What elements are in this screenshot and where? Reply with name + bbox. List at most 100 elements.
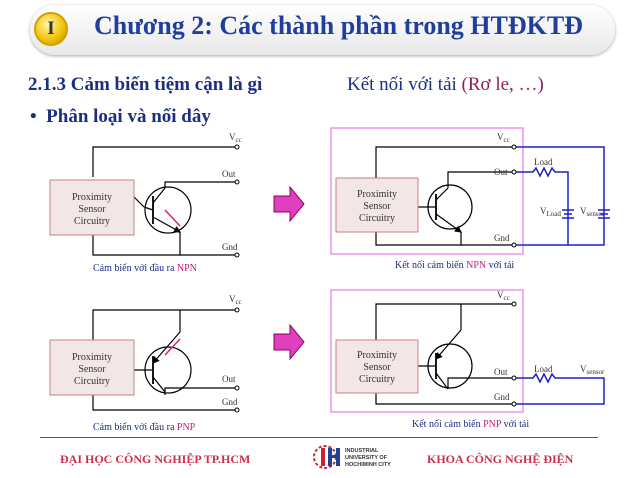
- sensor-label-1: Proximity: [72, 192, 112, 203]
- gnd-terminal: [234, 407, 240, 413]
- pnp-load-caption: Kết nối cảm biến PNP với tải: [412, 419, 529, 430]
- pnp-sensor-diagram: [92, 309, 236, 411]
- pnp-load-frame: [330, 289, 524, 413]
- vcc-wire: [375, 303, 514, 340]
- proximity-sensor-box: [335, 339, 419, 394]
- pnp-load-circuit: [514, 372, 605, 405]
- pnp-caption: Cảm biến với đầu ra PNP: [93, 422, 196, 433]
- gnd-wire: [375, 393, 514, 405]
- sensor-gnd-wire: [375, 232, 461, 246]
- footer-faculty: KHOA CÔNG NGHỆ ĐIỆN: [427, 452, 574, 466]
- footer-university: ĐẠI HỌC CÔNG NGHIỆP TP.HCM: [60, 452, 251, 466]
- out-terminal: [234, 179, 240, 185]
- out-label: Out: [494, 367, 508, 377]
- load-resistor: [514, 372, 605, 405]
- logo-text-1: INDUSTRIAL: [345, 448, 379, 454]
- vcc-label: Vcc: [497, 290, 510, 302]
- proximity-sensor-box: [335, 177, 419, 233]
- transistor-collector: [435, 187, 449, 201]
- pnp-load-diagram: [375, 303, 514, 405]
- logo-i: [321, 448, 325, 466]
- vcc-label: Vcc: [229, 132, 242, 144]
- out-wire: [447, 171, 514, 188]
- vcc-terminal: [511, 301, 517, 307]
- sensor-label-3: Circuitry: [359, 213, 395, 224]
- university-logo-icon: INDUSTRIAL UNIVERSITY OF HOCHIMINH CITY: [313, 445, 391, 469]
- sensor-label-2: Sensor: [363, 362, 391, 373]
- logo-text-3: HOCHIMINH CITY: [345, 462, 391, 468]
- chapter-badge: I: [34, 12, 68, 46]
- vcc-wire: [375, 146, 514, 178]
- out-terminal: [511, 375, 517, 381]
- out-wire: [164, 181, 236, 188]
- load-label: Load: [534, 157, 553, 167]
- out-terminal: [511, 169, 517, 175]
- npn-sensor-diagram: [92, 146, 236, 256]
- right-arrow-icon: [273, 323, 305, 361]
- npn-arrow-accent: [164, 209, 181, 227]
- gnd-terminal: [511, 401, 517, 407]
- transistor-collector: [435, 372, 449, 390]
- vcc-label: Vcc: [497, 132, 510, 144]
- bullet-item: • Phân loại và nối dây: [30, 106, 211, 128]
- npn-caption: Cảm biến với đầu ra NPN: [93, 263, 197, 274]
- sensor-label-1: Proximity: [72, 352, 112, 363]
- base-lead: [143, 206, 154, 211]
- npn-load-circuit: [514, 146, 610, 246]
- gnd-terminal: [511, 242, 517, 248]
- supply-wire: [514, 146, 605, 246]
- proximity-sensor-box: [49, 179, 135, 236]
- vcc-terminal: [234, 307, 240, 313]
- page-title: Chương 2: Các thành phần trong HTĐKTĐ: [94, 11, 583, 40]
- sensor-label-2: Sensor: [78, 364, 106, 375]
- gnd-label: Gnd: [494, 233, 510, 243]
- transistor-symbol: [144, 186, 192, 234]
- sensor-label-3: Circuitry: [74, 376, 110, 387]
- footer-divider: [40, 437, 598, 438]
- gnd-label: Gnd: [222, 242, 238, 252]
- right-heading-accent: (Rơ le, …): [461, 74, 544, 95]
- gnd-label: Gnd: [222, 397, 238, 407]
- logo-text-2: UNIVERSITY OF: [345, 455, 388, 461]
- right-heading: Kết nối với tải (Rơ le, …): [347, 74, 544, 96]
- transistor-emitter: [152, 331, 181, 364]
- npn-load-diagram: [375, 146, 514, 246]
- out-label: Out: [494, 167, 508, 177]
- base-wire: [133, 196, 145, 208]
- title-bar: [30, 5, 615, 55]
- vcc-terminal: [511, 144, 517, 150]
- logo-h-bar: [328, 455, 340, 458]
- gnd-wire: [92, 395, 236, 411]
- sensor-label-2: Sensor: [363, 201, 391, 212]
- bullet-text: Phân loại và nối dây: [46, 106, 211, 127]
- section-heading: 2.1.3 Cảm biến tiệm cận là gì: [28, 74, 263, 95]
- vsensor-label: Vsensor: [580, 206, 605, 218]
- vload-label: VLoad: [540, 206, 561, 218]
- proximity-sensor-box: [49, 339, 135, 396]
- sensor-label-3: Circuitry: [359, 374, 395, 385]
- npn-load-caption: Kết nối cảm biến NPN với tải: [395, 260, 514, 271]
- sensor-label-2: Sensor: [78, 204, 106, 215]
- out-terminal: [234, 385, 240, 391]
- npn-load-frame: [330, 127, 524, 255]
- out-label: Out: [222, 374, 236, 384]
- vcc-wire: [92, 146, 236, 177]
- transistor-emitter: [435, 213, 462, 233]
- transistor-collector: [152, 187, 166, 204]
- sensor-label-1: Proximity: [357, 350, 397, 361]
- transistor-emitter: [435, 329, 462, 360]
- out-label: Out: [222, 169, 236, 179]
- sensor-label-3: Circuitry: [74, 216, 110, 227]
- out-wire: [447, 377, 514, 389]
- sensor-label-1: Proximity: [357, 189, 397, 200]
- gnd-label: Gnd: [494, 392, 510, 402]
- sensor-gnd-wire: [92, 235, 180, 256]
- vcc-terminal: [234, 144, 240, 150]
- vcc-label: Vcc: [229, 294, 242, 306]
- right-arrow-icon: [273, 185, 305, 223]
- right-heading-main: Kết nối với tải: [347, 74, 462, 95]
- load-label: Load: [534, 364, 553, 374]
- transistor-collector: [152, 376, 166, 393]
- transistor-emitter: [152, 216, 182, 233]
